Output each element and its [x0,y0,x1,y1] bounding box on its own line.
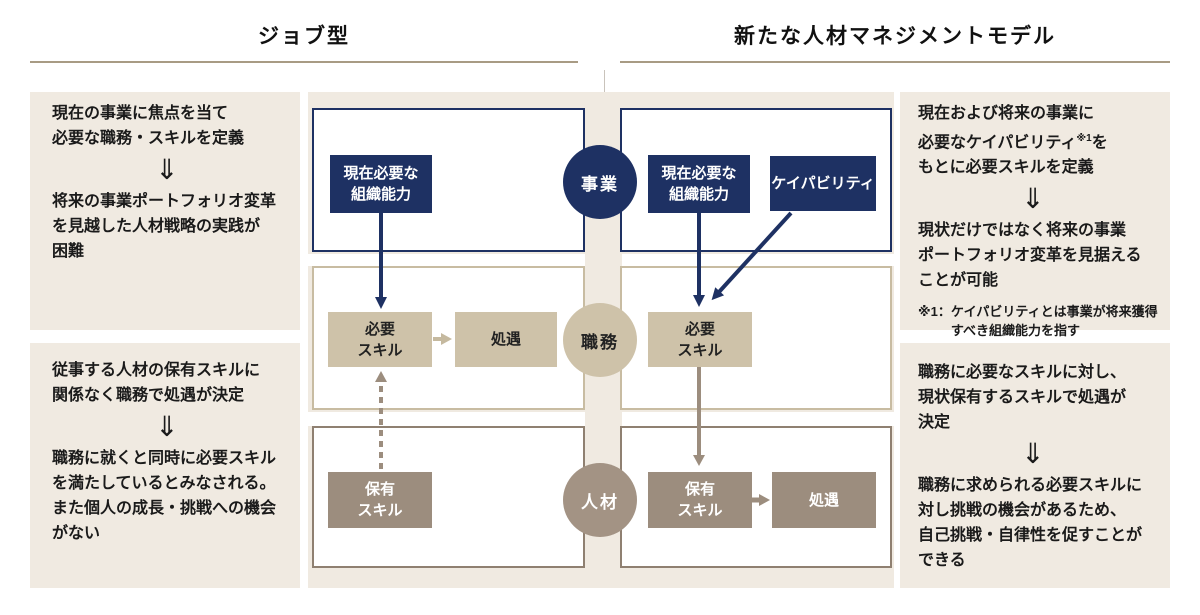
right-top-panel-text: 現在および将来の事業に 必要なケイパビリティ※1を もとに必要スキルを定義 ⇓ … [918,101,1164,340]
left-top-panel-bg [30,92,300,330]
text-line: ケイパビリティとは事業が将来獲得 [950,304,1158,320]
left-bottom-panel-text: 従事する人材の保有スキルに 関係なく職務で処遇が決定 ⇓ 職務に就くと同時に必要… [52,358,282,546]
text-line: 現在必要な [661,165,737,182]
text-line: 必要なケイパビリティ※1を [918,126,1164,155]
text-span: を [1091,134,1108,152]
text-line: スキル [357,341,403,359]
text-line: 職務に必要なスキルに対し、 [918,364,1127,381]
text-line: ポートフォリオ変革を見据える [918,247,1142,265]
text-line: 将来の事業ポートフォリオ変革 [52,193,277,210]
text-line: 現在および将来の事業に [918,105,1095,122]
circle-label: 事業 [581,174,619,194]
left-title-underline [30,61,578,63]
footnote: ※1： ケイパビリティとは事業が将来獲得 すべき組織能力を指す [918,302,1164,340]
text-line: を満たしているとみなされる。 [52,475,276,492]
text-line: 処遇 [808,491,839,509]
text-line: 決定 [918,414,951,431]
text-line: ケイパビリティ [771,175,875,192]
text-line: できる [918,552,966,569]
text-line: 関係なく職務で処遇が決定 [52,387,245,404]
business-circle: 事業 [563,145,637,219]
text-line: 必要 [684,320,715,338]
row-gap [308,412,585,426]
talent-circle: 人材 [563,463,637,537]
left-bottom-panel-bg [30,343,300,588]
text-line: を見越した人材戦略の実践が [52,218,261,235]
text-line: 職務に求められる必要スキルに [918,477,1143,494]
circle-label: 職務 [581,332,619,352]
text-line: 現状保有するスキルで処遇が [918,389,1127,406]
row-gap [622,254,894,266]
down-double-arrow: ⇓ [155,154,179,185]
down-double-arrow: ⇓ [155,411,179,442]
right-bottom-panel-text: 職務に必要なスキルに対し、 現状保有するスキルで処遇が 決定 ⇓ 職務に求められ… [918,360,1164,573]
text-line: ことが可能 [918,272,999,290]
footnote-marker: ※1 [1076,133,1092,144]
text-line: 必要な職務・スキルを定義 [52,130,245,147]
text-line: 現在必要な [343,165,419,182]
text-span: 必要なケイパビリティ [918,134,1077,152]
text-line: スキル [677,502,723,519]
text-line: がない [52,525,101,542]
required-skill-box-left: 必要スキル [328,312,432,367]
right-title-underline [620,61,1170,63]
text-line: 現在の事業に焦点を当て [52,105,229,122]
treatment-box-left: 処遇 [455,312,557,367]
text-line: もとに必要スキルを定義 [918,159,1094,177]
footnote-label: ※1： [918,304,951,320]
text-line: 現状だけではなく将来の事業 [918,222,1127,240]
org-capability-box-right: 現在必要な組織能力 [648,155,750,213]
required-skill-box-right: 必要スキル [648,312,752,367]
right-top-panel-bg [900,92,1170,330]
text-line: 処遇 [490,331,521,348]
job-circle: 職務 [563,303,637,377]
treatment-box-right: 処遇 [772,472,876,528]
text-line: 困難 [52,243,85,260]
text-line: スキル [357,502,403,519]
org-capability-box-left: 現在必要な組織能力 [330,155,432,213]
text-line: 自己挑戦・自律性を促すことが [918,527,1143,544]
owned-skill-box-left: 保有スキル [328,472,432,528]
text-line: すべき組織能力を指す [950,323,1080,339]
left-column-title: ジョブ型 [258,25,350,48]
text-line: スキル [677,341,723,359]
row-gap [622,412,894,426]
right-bottom-panel-bg [900,343,1170,588]
footnote-body: ケイパビリティとは事業が将来獲得 すべき組織能力を指す [951,302,1158,340]
capability-box: ケイパビリティ [770,156,876,211]
down-double-arrow: ⇓ [1021,438,1045,469]
text-line: 保有 [684,481,715,498]
row-gap [308,254,585,266]
text-line: 職務に就くと同時に必要スキル [52,450,277,467]
owned-skill-box-right: 保有スキル [648,472,752,528]
text-line: 保有 [364,481,395,498]
text-line: 組織能力 [350,186,411,203]
text-line: 対し挑戦の機会があるため、 [918,502,1127,519]
right-column-title: 新たな人材マネジメントモデル [734,25,1056,48]
text-line: また個人の成長・挑戦への機会 [52,500,277,517]
left-top-panel-text: 現在の事業に焦点を当て 必要な職務・スキルを定義 ⇓ 将来の事業ポートフォリオ変… [52,101,282,264]
circle-label: 人材 [581,492,619,512]
text-line: 必要 [364,320,395,338]
text-line: 組織能力 [668,186,729,203]
text-line: 従事する人材の保有スキルに [52,362,261,379]
down-double-arrow: ⇓ [1021,183,1045,215]
